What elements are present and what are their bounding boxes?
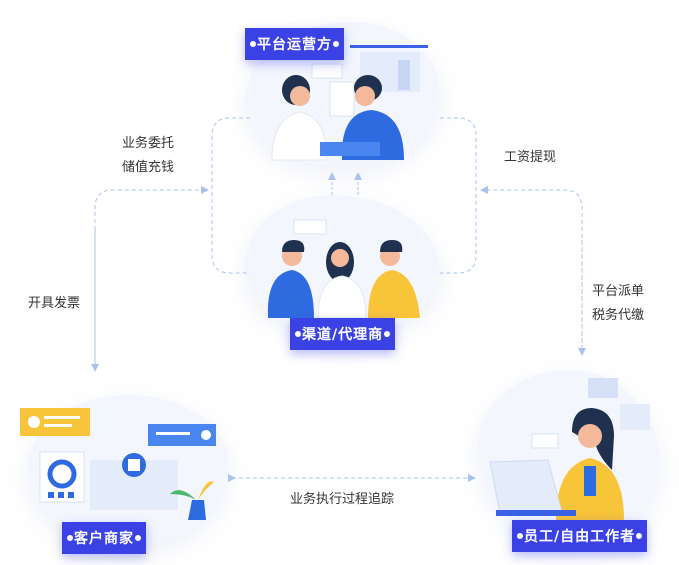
flow-invoice: 开具发票 <box>28 296 81 311</box>
flow-entrust: 业务委托 储值充钱 <box>122 132 174 180</box>
channel-label: 渠道/代理商 <box>290 318 396 350</box>
employee-label: 员工/自由工作者 <box>512 520 648 552</box>
employee-blob <box>478 370 660 540</box>
platform-label: 平台运营方 <box>245 28 344 60</box>
group-outline-right <box>440 117 477 274</box>
flow-dispatch-line1: 平台派单 <box>592 284 645 299</box>
channel-blob <box>245 195 440 335</box>
flow-dispatch: 平台派单 税务代缴 <box>592 280 644 328</box>
flow-tracking: 业务执行过程追踪 <box>290 492 395 507</box>
flow-dispatch-line2: 税务代缴 <box>592 308 645 323</box>
flow-entrust-line2: 储值充钱 <box>122 160 175 175</box>
flow-entrust-line1: 业务委托 <box>122 136 175 151</box>
group-outline <box>211 117 250 274</box>
flow-withdraw: 工资提现 <box>504 150 557 165</box>
arrow-withdraw <box>480 186 583 350</box>
arrow-entrust <box>94 186 209 370</box>
merchant-label: 客户商家 <box>62 522 146 554</box>
